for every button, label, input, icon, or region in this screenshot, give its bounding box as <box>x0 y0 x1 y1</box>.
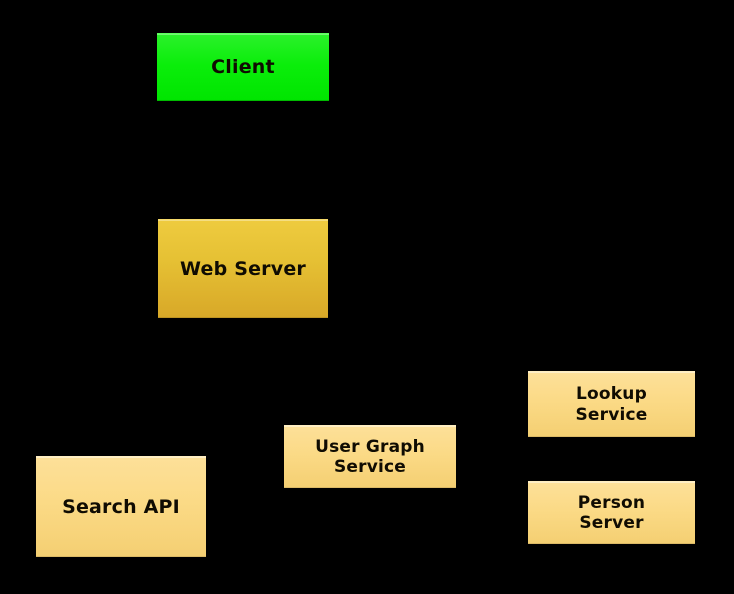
diagram-node-person-server[interactable]: Person Server <box>528 481 695 544</box>
diagram-node-label: User Graph Service <box>315 436 425 477</box>
diagram-node-client[interactable]: Client <box>157 33 329 101</box>
diagram-node-web-server[interactable]: Web Server <box>158 219 328 318</box>
diagram-node-lookup-service[interactable]: Lookup Service <box>528 371 695 437</box>
diagram-node-label: Lookup Service <box>575 384 648 425</box>
diagram-node-label: Web Server <box>180 257 306 280</box>
diagram-node-search-api[interactable]: Search API <box>36 456 206 557</box>
diagram-node-label: Person Server <box>577 492 646 533</box>
diagram-node-label: Search API <box>62 495 180 518</box>
diagram-node-label: Client <box>211 56 275 79</box>
diagram-node-user-graph-service[interactable]: User Graph Service <box>284 425 456 488</box>
